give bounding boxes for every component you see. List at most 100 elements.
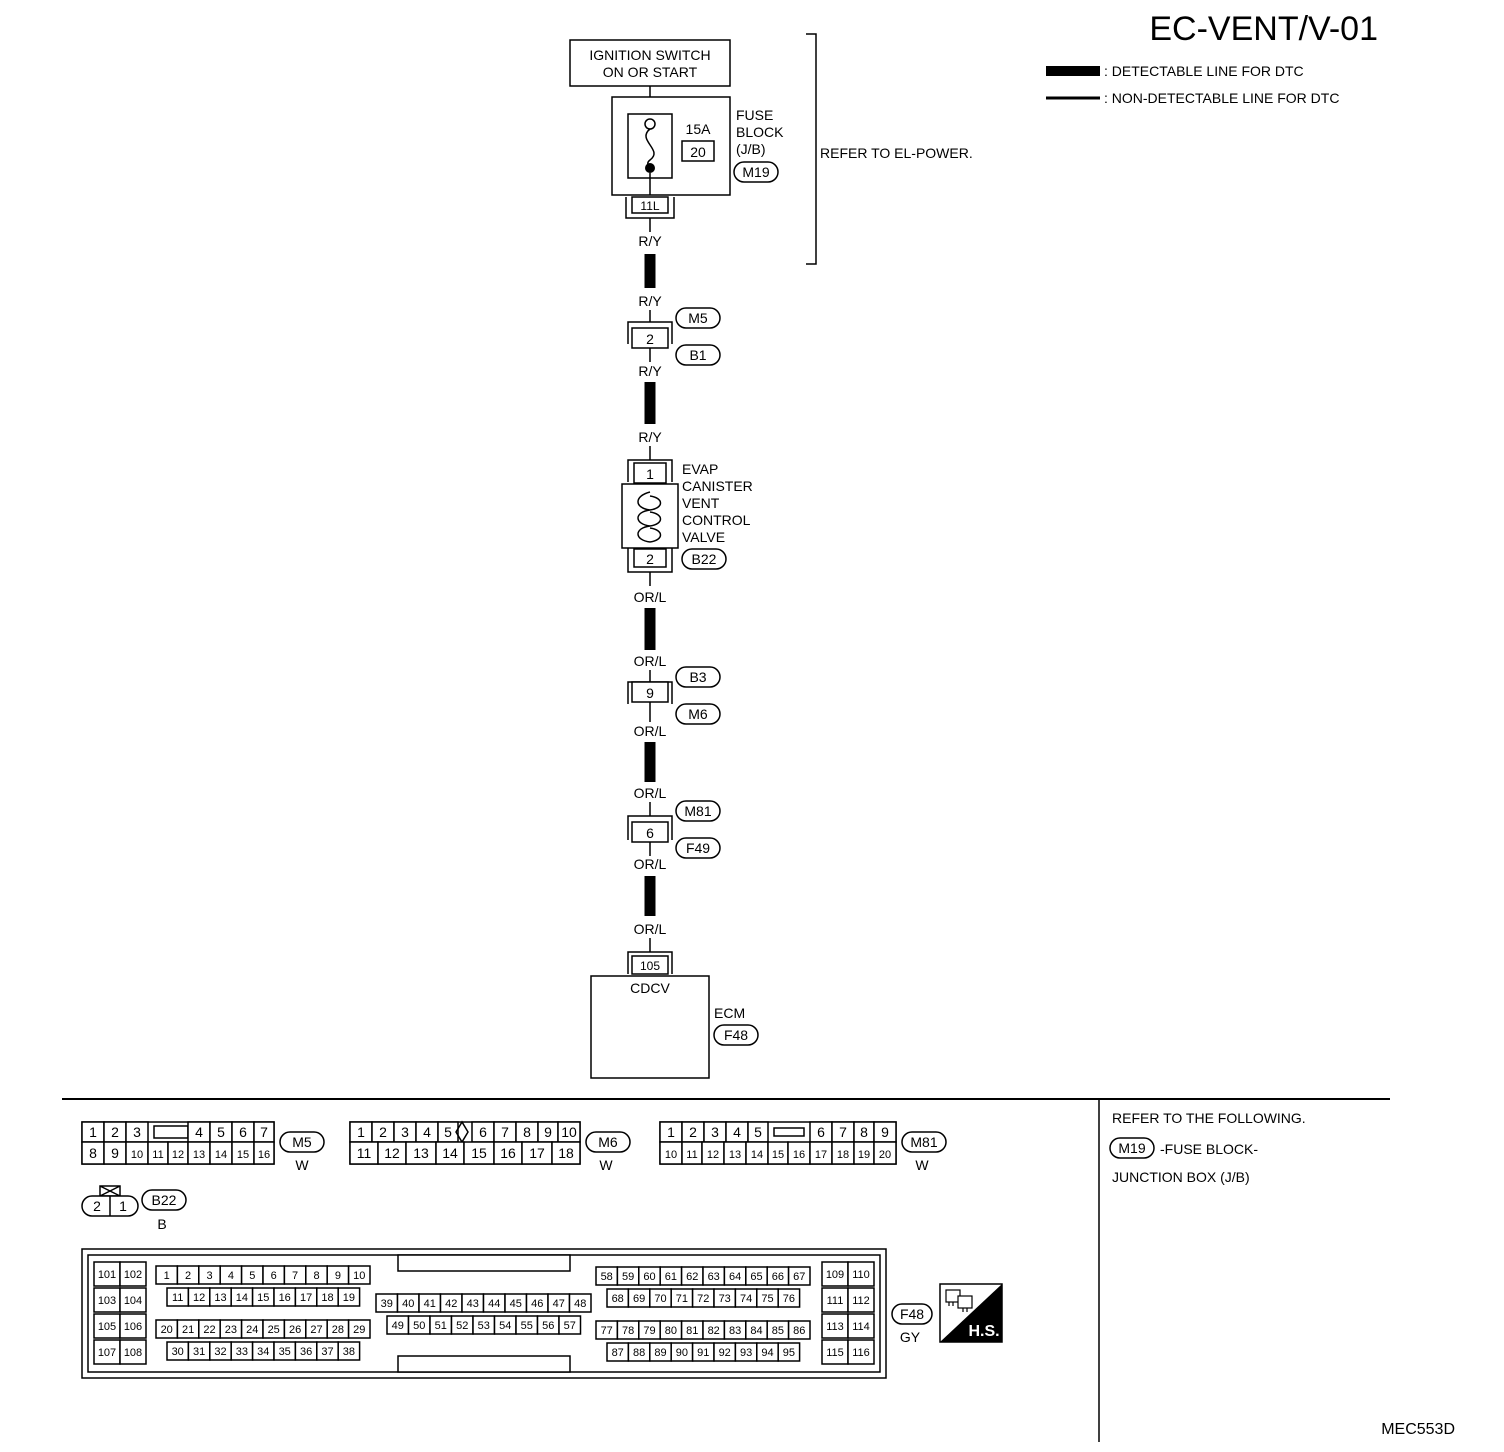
f48-pin: 2 — [185, 1270, 191, 1282]
f48-pin: 31 — [193, 1346, 205, 1358]
m5-color: W — [295, 1157, 309, 1173]
f48-pin: 19 — [343, 1292, 355, 1304]
m6-color: W — [599, 1157, 613, 1173]
ecm: 105 CDCV ECM F48 — [590, 951, 759, 1079]
valve-pin-top: 1 — [646, 466, 654, 482]
legend: : DETECTABLE LINE FOR DTC : NON-DETECTAB… — [1046, 63, 1339, 106]
m5-pin: 1 — [89, 1124, 97, 1140]
joint-m6-label: M6 — [688, 706, 708, 722]
m6-pin: 10 — [561, 1124, 577, 1140]
f48-pin-cell — [119, 1287, 147, 1313]
valve-connector-b22: B22 — [692, 551, 717, 567]
f48-pin: 7 — [292, 1270, 298, 1282]
f48-pin: 18 — [321, 1292, 333, 1304]
m6-pin: 14 — [442, 1145, 458, 1161]
m5-pin: 15 — [237, 1149, 249, 1161]
m81-pin: 10 — [665, 1149, 677, 1161]
f48-pin: 80 — [665, 1325, 677, 1337]
f48-pin: 69 — [633, 1293, 645, 1305]
m6-bottom-row: 11 12 13 14 15 16 17 18 — [349, 1141, 581, 1165]
figure-id: MEC553D — [1381, 1421, 1455, 1438]
fuse-block: 15A 20 FUSE BLOCK (J/B) M19 11L — [611, 96, 784, 219]
m5-bottom-row: 8 9 10 11 12 13 14 15 16 — [81, 1141, 275, 1165]
f48-pin: 33 — [236, 1346, 248, 1358]
m81-pin: 6 — [817, 1124, 825, 1140]
ecm-label: ECM — [714, 1005, 745, 1021]
m5-pin: 2 — [111, 1124, 119, 1140]
m81-bottom-row: 10 11 12 13 14 15 16 17 18 19 20 — [659, 1141, 897, 1165]
ignition-line1: IGNITION SWITCH — [589, 47, 710, 63]
f48-pin-cell — [847, 1339, 875, 1365]
f48-pin-cell — [119, 1339, 147, 1365]
f48-pin: 65 — [750, 1271, 762, 1283]
joint-b1-label: B1 — [689, 347, 706, 363]
f48-pin: 89 — [654, 1347, 666, 1359]
f48-pin: 34 — [257, 1346, 269, 1358]
f48-pin: 72 — [697, 1293, 709, 1305]
f48-pin: 36 — [300, 1346, 312, 1358]
f48-pin: 54 — [499, 1320, 511, 1332]
f48-pin: 90 — [676, 1347, 688, 1359]
valve-label-line2: CANISTER — [682, 478, 753, 494]
wire-label-ry-2: R/Y — [638, 293, 662, 309]
f48-pin: 12 — [193, 1292, 205, 1304]
wire-label-ry-1: R/Y — [638, 233, 662, 249]
f48-pin: 108 — [124, 1347, 142, 1359]
m5-pin: 14 — [215, 1149, 227, 1161]
f48-pin: 30 — [172, 1346, 184, 1358]
f48-pin: 116 — [852, 1347, 870, 1359]
m81-pin: 13 — [729, 1149, 741, 1161]
m6-pin: 12 — [384, 1145, 400, 1161]
f48-pin: 107 — [98, 1347, 116, 1359]
joint-f49-label: F49 — [686, 840, 710, 856]
f48-pin: 102 — [124, 1269, 142, 1281]
wire-label-orl-4: OR/L — [634, 785, 667, 801]
f48-pin: 16 — [279, 1292, 291, 1304]
f48-pin: 35 — [279, 1346, 291, 1358]
f48-pin: 113 — [826, 1321, 844, 1333]
joint-b3-m6: 9 B3 M6 — [627, 666, 721, 725]
m81-pin: 20 — [879, 1149, 891, 1161]
f48-pin: 40 — [402, 1298, 414, 1310]
refer-following-connector: M19 — [1118, 1140, 1145, 1156]
f48-pin: 64 — [729, 1271, 741, 1283]
m6-pin: 2 — [379, 1124, 387, 1140]
m6-top-row: 1 2 3 4 5 6 7 8 9 10 — [349, 1120, 581, 1144]
f48-pin: 44 — [488, 1298, 500, 1310]
valve-label-line4: CONTROL — [682, 512, 751, 528]
f48-pin: 41 — [424, 1298, 436, 1310]
m5-pin: 16 — [258, 1149, 270, 1161]
f48-pin: 32 — [214, 1346, 226, 1358]
f48-pin: 46 — [531, 1298, 543, 1310]
connector-face-b22: 2 1 B22 B — [81, 1185, 187, 1232]
f48-pin: 63 — [708, 1271, 720, 1283]
m6-pin: 18 — [558, 1145, 574, 1161]
f48-pin: 17 — [300, 1292, 312, 1304]
f48-pin: 6 — [271, 1270, 277, 1282]
b22-color: B — [157, 1216, 166, 1232]
f48-pin-cell — [558, 1315, 582, 1335]
m6-pin: 17 — [529, 1145, 545, 1161]
joint-m81-f49: 6 M81 F49 — [627, 800, 721, 859]
f48-pin: 84 — [750, 1325, 762, 1337]
f48-pin: 59 — [622, 1271, 634, 1283]
f48-pin: 1 — [164, 1270, 170, 1282]
f48-pin: 81 — [686, 1325, 698, 1337]
m81-pin: 18 — [837, 1149, 849, 1161]
ecm-pin: 105 — [640, 959, 660, 973]
f48-pin: 101 — [98, 1269, 116, 1281]
f48-pin: 22 — [203, 1324, 215, 1336]
m5-pin: 6 — [239, 1124, 247, 1140]
f48-pin: 104 — [124, 1295, 142, 1307]
f48-pin: 78 — [622, 1325, 634, 1337]
m81-id: M81 — [910, 1134, 937, 1150]
joint-b3-label: B3 — [689, 669, 706, 685]
joint-b3-m6-pin: 9 — [646, 685, 654, 701]
fuse-label-line1: FUSE — [736, 107, 773, 123]
ecm-connector-f48: F48 — [724, 1027, 748, 1043]
f48-pin: 45 — [510, 1298, 522, 1310]
connector-face-m5: 1 2 3 4 5 6 7 8 9 10 11 12 13 14 15 16 M… — [81, 1121, 325, 1173]
f48-pin: 39 — [381, 1298, 393, 1310]
f48-pin: 88 — [633, 1347, 645, 1359]
